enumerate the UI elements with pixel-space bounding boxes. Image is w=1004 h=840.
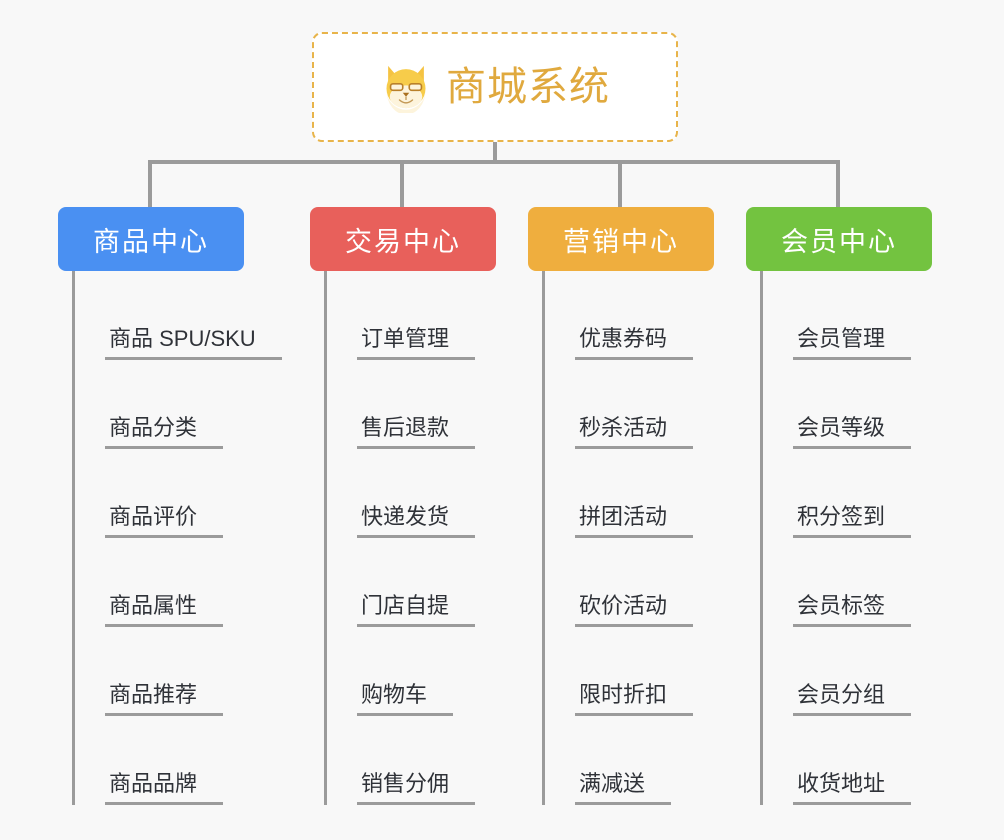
leaf-label: 优惠券码 xyxy=(575,326,694,360)
leaf-label: 拼团活动 xyxy=(575,504,694,538)
list-item[interactable]: 会员标签 xyxy=(763,538,932,627)
leaf-label: 售后退款 xyxy=(357,415,476,449)
leaf-label: 限时折扣 xyxy=(575,682,694,716)
connector-drop-4 xyxy=(836,160,840,207)
list-item[interactable]: 商品评价 xyxy=(75,449,244,538)
leaf-label: 商品属性 xyxy=(105,593,224,627)
leaf-label: 订单管理 xyxy=(357,326,476,360)
list-item[interactable]: 商品分类 xyxy=(75,360,244,449)
connector-horizontal-bus xyxy=(148,160,840,164)
list-item[interactable]: 销售分佣 xyxy=(327,716,496,805)
leaf-label: 商品推荐 xyxy=(105,682,224,716)
category-label-1: 商品中心 xyxy=(93,226,209,257)
leaf-label: 积分签到 xyxy=(793,504,912,538)
branch-column-4: 会员中心 会员管理 会员等级 积分签到 会员标签 会员分组 收货地址 xyxy=(746,207,932,805)
leaf-label: 会员分组 xyxy=(793,682,912,716)
list-item[interactable]: 优惠券码 xyxy=(545,271,714,360)
leaf-list-1: 商品 SPU/SKU 商品分类 商品评价 商品属性 商品推荐 商品品牌 xyxy=(72,271,282,805)
branch-column-2: 交易中心 订单管理 售后退款 快递发货 门店自提 购物车 销售分佣 xyxy=(310,207,496,805)
shiba-dog-icon xyxy=(386,65,426,113)
leaf-label: 砍价活动 xyxy=(575,593,694,627)
leaf-label: 门店自提 xyxy=(357,593,476,627)
root-node[interactable]: 商城系统 xyxy=(312,32,678,142)
list-item[interactable]: 售后退款 xyxy=(327,360,496,449)
leaf-label: 商品分类 xyxy=(105,415,224,449)
root-title: 商城系统 xyxy=(446,65,610,109)
list-item[interactable]: 订单管理 xyxy=(327,271,496,360)
list-item[interactable]: 商品推荐 xyxy=(75,627,244,716)
list-item[interactable]: 会员分组 xyxy=(763,627,932,716)
list-item[interactable]: 商品品牌 xyxy=(75,716,244,805)
leaf-label: 会员标签 xyxy=(793,593,912,627)
list-item[interactable]: 秒杀活动 xyxy=(545,360,714,449)
list-item[interactable]: 满减送 xyxy=(545,716,714,805)
category-header-1[interactable]: 商品中心 xyxy=(58,207,244,271)
list-item[interactable]: 商品 SPU/SKU xyxy=(75,271,282,360)
list-item[interactable]: 会员管理 xyxy=(763,271,932,360)
list-item[interactable]: 会员等级 xyxy=(763,360,932,449)
leaf-label: 商品 SPU/SKU xyxy=(105,326,282,360)
category-label-2: 交易中心 xyxy=(345,226,461,257)
list-item[interactable]: 积分签到 xyxy=(763,449,932,538)
connector-root-stem xyxy=(493,142,497,162)
category-header-3[interactable]: 营销中心 xyxy=(528,207,714,271)
category-label-4: 会员中心 xyxy=(781,226,897,257)
leaf-label: 会员管理 xyxy=(793,326,912,360)
leaf-label: 购物车 xyxy=(357,682,454,716)
category-label-3: 营销中心 xyxy=(563,226,679,257)
connector-drop-1 xyxy=(148,160,152,207)
branch-column-3: 营销中心 优惠券码 秒杀活动 拼团活动 砍价活动 限时折扣 满减送 xyxy=(528,207,714,805)
category-header-2[interactable]: 交易中心 xyxy=(310,207,496,271)
connector-drop-2 xyxy=(400,160,404,207)
leaf-label: 销售分佣 xyxy=(357,771,476,805)
leaf-label: 秒杀活动 xyxy=(575,415,694,449)
connector-drop-3 xyxy=(618,160,622,207)
leaf-label: 满减送 xyxy=(575,771,672,805)
leaf-label: 商品品牌 xyxy=(105,771,224,805)
list-item[interactable]: 收货地址 xyxy=(763,716,932,805)
branch-column-1: 商品中心 商品 SPU/SKU 商品分类 商品评价 商品属性 商品推荐 商品品牌 xyxy=(58,207,282,805)
list-item[interactable]: 砍价活动 xyxy=(545,538,714,627)
leaf-label: 快递发货 xyxy=(357,504,476,538)
leaf-label: 商品评价 xyxy=(105,504,224,538)
list-item[interactable]: 购物车 xyxy=(327,627,496,716)
list-item[interactable]: 商品属性 xyxy=(75,538,244,627)
list-item[interactable]: 快递发货 xyxy=(327,449,496,538)
leaf-list-3: 优惠券码 秒杀活动 拼团活动 砍价活动 限时折扣 满减送 xyxy=(542,271,714,805)
leaf-label: 会员等级 xyxy=(793,415,912,449)
leaf-label: 收货地址 xyxy=(793,771,912,805)
list-item[interactable]: 门店自提 xyxy=(327,538,496,627)
list-item[interactable]: 拼团活动 xyxy=(545,449,714,538)
leaf-list-4: 会员管理 会员等级 积分签到 会员标签 会员分组 收货地址 xyxy=(760,271,932,805)
leaf-list-2: 订单管理 售后退款 快递发货 门店自提 购物车 销售分佣 xyxy=(324,271,496,805)
list-item[interactable]: 限时折扣 xyxy=(545,627,714,716)
category-header-4[interactable]: 会员中心 xyxy=(746,207,932,271)
